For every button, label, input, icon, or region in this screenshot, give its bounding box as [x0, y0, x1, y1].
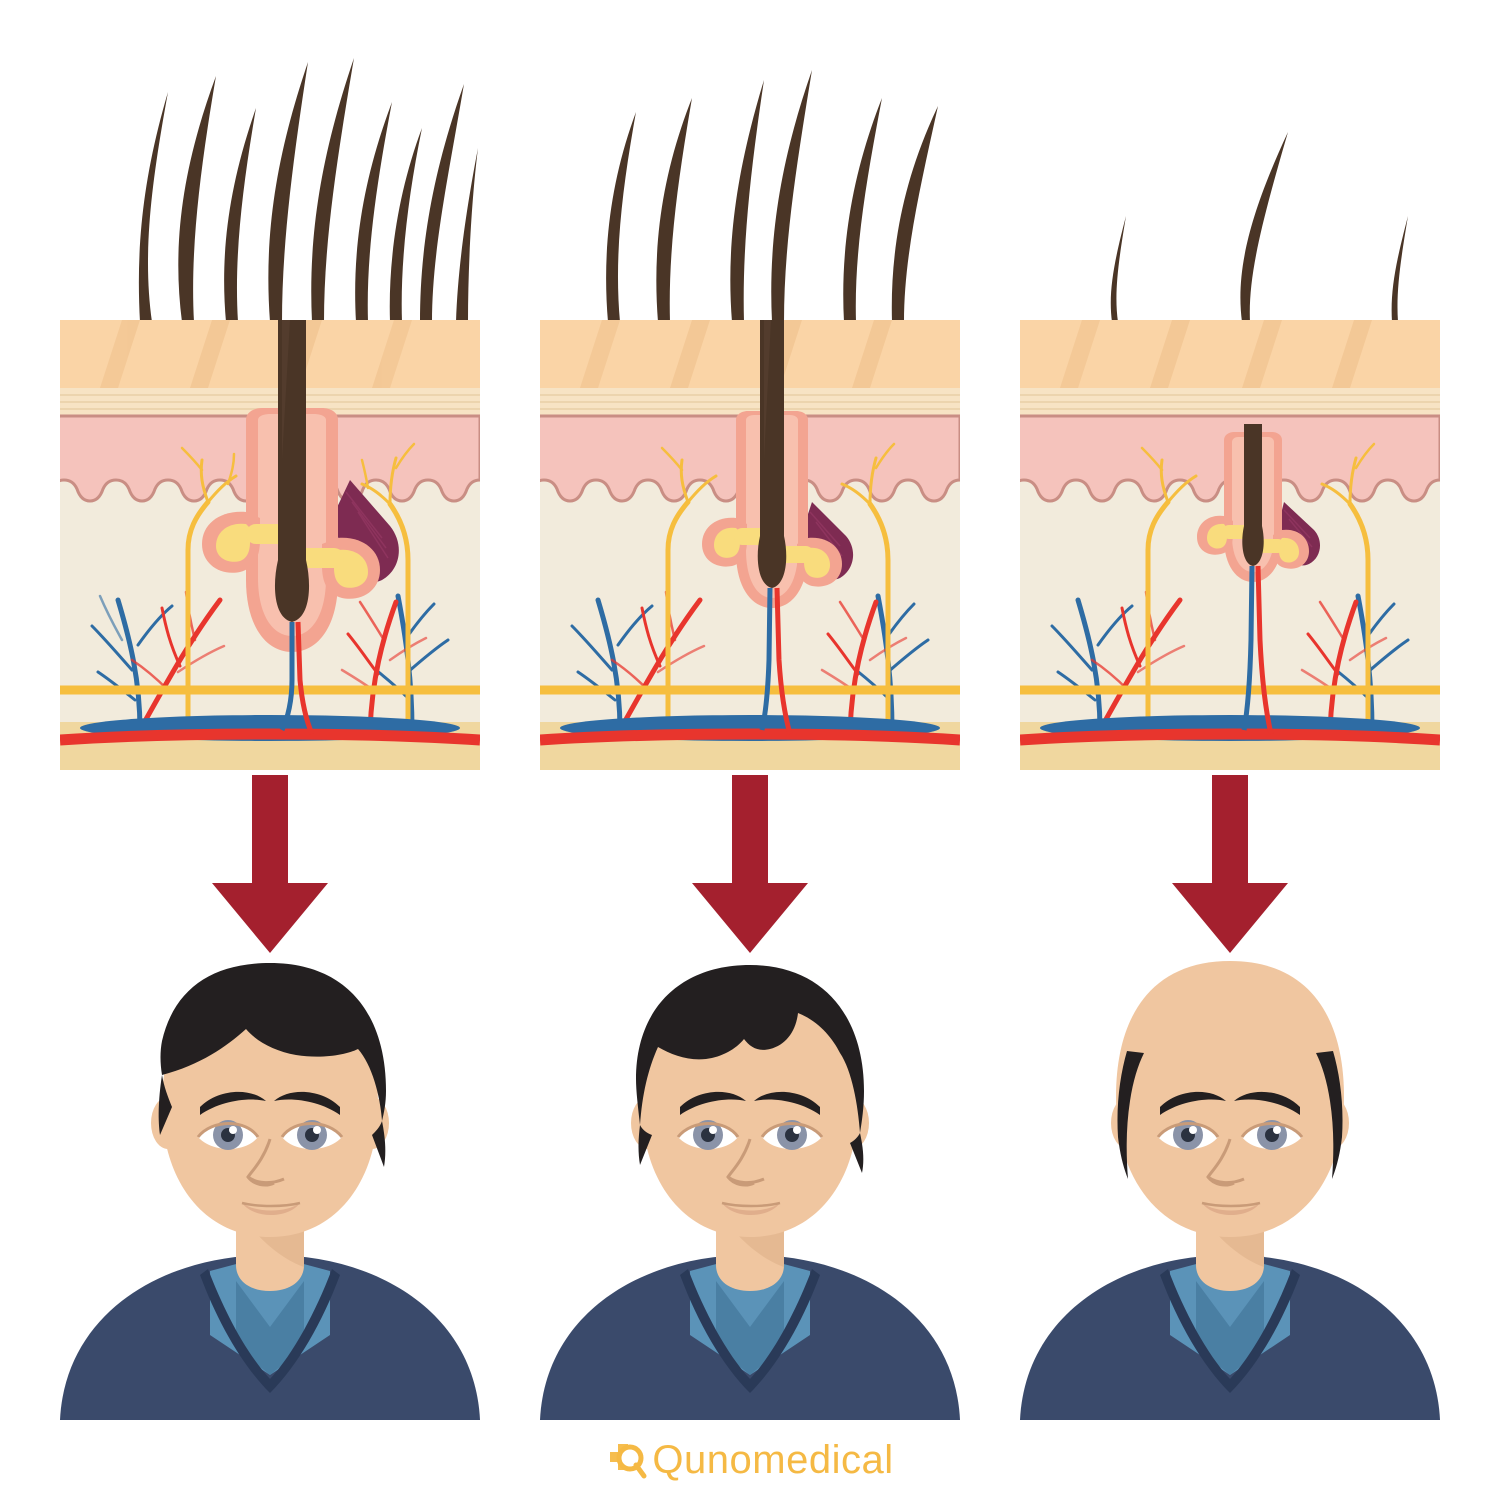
hair-follicle-healthy [202, 320, 399, 735]
face-shape-bald [1116, 961, 1344, 1237]
eyebrow-right [1234, 1091, 1300, 1115]
nerve-fiber-left [1140, 446, 1198, 725]
brand-logo[interactable]: Qunomedical [0, 1420, 1500, 1500]
hair-shaft-and-bulb [757, 320, 787, 588]
hair-shaft-and-bulb [1242, 424, 1264, 566]
mouth [242, 1203, 300, 1215]
hair-fringe-left [1117, 1051, 1144, 1179]
shirt-collar-fold [1196, 1281, 1264, 1375]
eye-right [280, 1120, 344, 1150]
down-arrow-icon [1172, 775, 1288, 953]
follicle-artery [774, 587, 793, 735]
collar-trim [200, 1269, 340, 1393]
sebaceous-gland-left [1207, 523, 1227, 549]
skin-cross-section-healthy [60, 40, 480, 770]
nerve-fiber-right [840, 442, 896, 725]
skin-cross-section-thinning [540, 40, 960, 770]
portrait-healthy [50, 955, 490, 1420]
progression-arrow-2 [680, 775, 820, 955]
eye-left [196, 1120, 260, 1150]
hair-strand-group-balding [1110, 132, 1408, 322]
shirt-collar-fold [716, 1281, 784, 1375]
follicle-vein [1241, 565, 1255, 731]
sebaceous-gland-left [216, 523, 250, 562]
hair-strand-group-healthy [138, 58, 478, 322]
nerve-fiber-right [1320, 442, 1376, 725]
hair-full [160, 963, 386, 1121]
down-arrow-icon [212, 775, 328, 953]
eye-left [1156, 1120, 1220, 1150]
nerve-fiber-left [660, 446, 718, 725]
follicle-artery [295, 621, 315, 735]
follicle-vein [279, 622, 295, 732]
portrait-thinning [530, 955, 970, 1420]
eyebrow-left [1160, 1091, 1226, 1115]
stage-column-thinning [520, 0, 1000, 1420]
collar-trim [1160, 1269, 1300, 1393]
progression-arrow-3 [1160, 775, 1300, 955]
artery-trunk-horizontal [60, 728, 480, 746]
follicle-artery [1255, 565, 1274, 735]
follicle-vein [759, 587, 773, 731]
progression-arrow-1 [200, 775, 340, 955]
eye-right [760, 1120, 824, 1150]
skin-cross-section-balding [1020, 40, 1440, 770]
skin-layer-stack-healthy [60, 320, 480, 770]
hair-receding [636, 965, 864, 1133]
collar-trim [680, 1269, 820, 1393]
down-arrow-icon [692, 775, 808, 953]
nerve-fiber-right [360, 442, 416, 725]
eyebrow-left [200, 1091, 266, 1115]
eyebrow-right [754, 1091, 820, 1115]
eyebrow-left [680, 1091, 746, 1115]
brand-logo-text: Qunomedical [652, 1437, 894, 1482]
capillary-network-left [90, 590, 226, 733]
eye-right [1240, 1120, 1304, 1150]
skin-layer-stack-balding [1020, 320, 1440, 770]
hair-strand-group-thinning [606, 70, 938, 322]
shirt-collar-fold [236, 1281, 304, 1375]
hair-follicle-balding [1197, 424, 1321, 735]
eye-left [676, 1120, 740, 1150]
qunomedical-q-cross-mark [606, 1438, 650, 1482]
sebaceous-gland-left [714, 527, 740, 558]
hair-shaft-and-bulb [274, 320, 310, 622]
hair-follicle-thinning [702, 320, 854, 735]
skin-layer-stack-thinning [540, 320, 960, 770]
mouth [722, 1203, 780, 1215]
eyebrow-right [274, 1091, 340, 1115]
stage-column-healthy [40, 0, 520, 1420]
stage-column-balding [1000, 0, 1480, 1420]
portrait-balding [1010, 955, 1450, 1420]
hair-fringe-right [1316, 1051, 1343, 1179]
capillary-network-left [1050, 590, 1186, 733]
mouth [1202, 1203, 1260, 1215]
nerve-fiber-left [180, 446, 238, 725]
